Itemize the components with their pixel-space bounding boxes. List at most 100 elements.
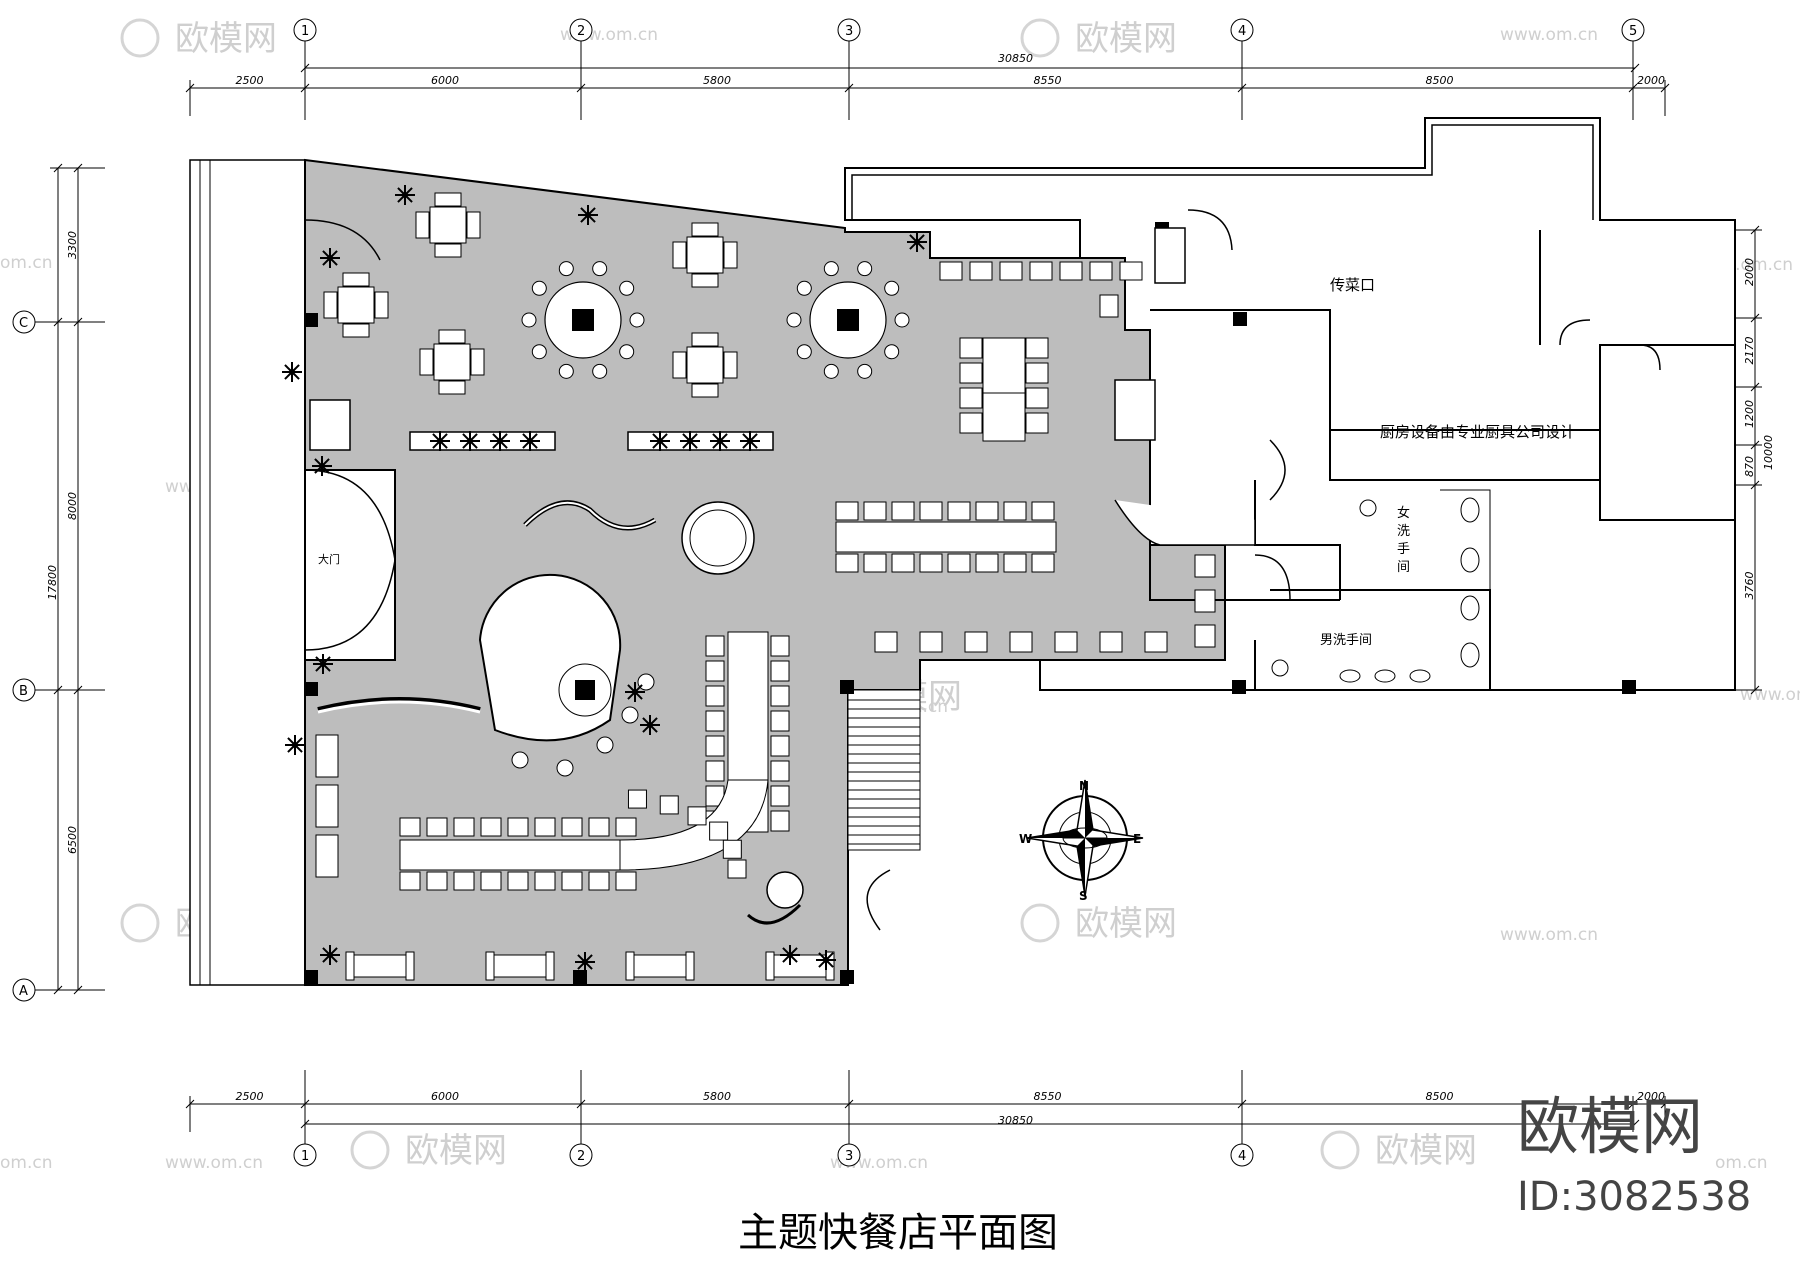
chair — [426, 817, 448, 837]
chair — [345, 951, 355, 981]
chair — [1025, 387, 1049, 409]
dim-right-1: 2170 — [1743, 337, 1756, 365]
long-table — [835, 521, 1057, 553]
chair — [770, 635, 790, 657]
chair — [975, 553, 999, 573]
chair — [891, 501, 915, 521]
dim-bottom-0: 2500 — [236, 1090, 264, 1103]
axis-label-bottom: 2 — [577, 1149, 585, 1164]
chair — [1059, 261, 1083, 281]
chair — [939, 261, 963, 281]
chair — [835, 553, 859, 573]
chair — [705, 685, 725, 707]
stool — [857, 363, 873, 379]
stool — [521, 312, 537, 328]
doors — [304, 209, 1661, 931]
stool — [621, 706, 639, 724]
dim-bottom-3: 8550 — [1034, 1090, 1062, 1103]
chair — [1031, 553, 1055, 573]
chair — [1144, 631, 1168, 653]
axis-label-left: C — [19, 316, 28, 331]
watermark-url: www.om.cn — [165, 1153, 263, 1173]
square-table — [337, 286, 375, 324]
women-wc-label-2: 洗 — [1397, 524, 1410, 539]
chair — [770, 660, 790, 682]
chair — [415, 211, 430, 239]
chair — [723, 351, 738, 379]
chair — [727, 859, 747, 879]
watermark-logo: 欧模网 — [1075, 19, 1177, 59]
dim-right-4: 3760 — [1743, 572, 1756, 600]
compass-w: W — [1019, 832, 1032, 846]
chair — [480, 871, 502, 891]
chair — [691, 222, 719, 237]
chair — [507, 871, 529, 891]
chair — [919, 631, 943, 653]
chair — [1054, 631, 1078, 653]
stool — [592, 261, 608, 277]
dim-top-3: 8550 — [1034, 74, 1062, 87]
watermark-url-short: om.cn — [0, 253, 53, 273]
watermark-logo: 欧模网 — [405, 1131, 507, 1171]
stool — [823, 363, 839, 379]
chair — [959, 362, 983, 384]
chair — [999, 261, 1023, 281]
dim-left-0: 3300 — [66, 231, 79, 259]
dim-bottom-4: 8500 — [1426, 1090, 1454, 1103]
compass-e: E — [1133, 832, 1141, 846]
watermark-icon — [1320, 1130, 1360, 1170]
stool — [786, 312, 802, 328]
chair — [399, 871, 421, 891]
booth — [315, 734, 339, 778]
square-table — [686, 236, 724, 274]
chair — [705, 710, 725, 732]
booth — [315, 834, 339, 878]
chair — [1194, 554, 1216, 578]
chair — [959, 387, 983, 409]
chair — [426, 871, 448, 891]
chair — [342, 323, 370, 338]
sculpture-stand — [746, 871, 804, 925]
axis-label-top: 1 — [301, 24, 309, 39]
chair — [434, 192, 462, 207]
chair — [863, 553, 887, 573]
stool — [894, 312, 910, 328]
chair — [975, 501, 999, 521]
dim-top-2: 5800 — [703, 74, 731, 87]
chair — [1119, 261, 1143, 281]
chair — [1009, 631, 1033, 653]
chair — [1025, 362, 1049, 384]
chair — [615, 871, 637, 891]
chair — [672, 351, 687, 379]
chair — [947, 553, 971, 573]
chair — [588, 817, 610, 837]
dim-right-2: 1200 — [1743, 400, 1756, 428]
compass-rose — [1026, 779, 1144, 897]
watermark-logo: 欧模网 — [1075, 904, 1177, 944]
dim-total-top: 30850 — [998, 52, 1033, 65]
stool — [884, 280, 900, 296]
brand-id: ID:3082538 — [1517, 1174, 1751, 1220]
chair — [1003, 553, 1027, 573]
compass-n: N — [1079, 779, 1089, 793]
stool — [558, 261, 574, 277]
chair — [765, 951, 775, 981]
chair — [722, 839, 742, 859]
square-table — [686, 346, 724, 384]
chair — [969, 261, 993, 281]
chair — [723, 241, 738, 269]
axis-label-left: A — [19, 984, 28, 999]
plants — [282, 185, 927, 972]
chair — [1099, 294, 1119, 318]
chair — [561, 871, 583, 891]
axis-label-left: B — [19, 684, 28, 699]
watermark-icon — [120, 18, 160, 58]
chair — [1194, 589, 1216, 613]
chair — [770, 735, 790, 757]
chair — [453, 817, 475, 837]
chair — [1025, 412, 1049, 434]
chair — [874, 631, 898, 653]
watermark-url-short: om.cn — [0, 1153, 53, 1173]
chair — [615, 817, 637, 837]
